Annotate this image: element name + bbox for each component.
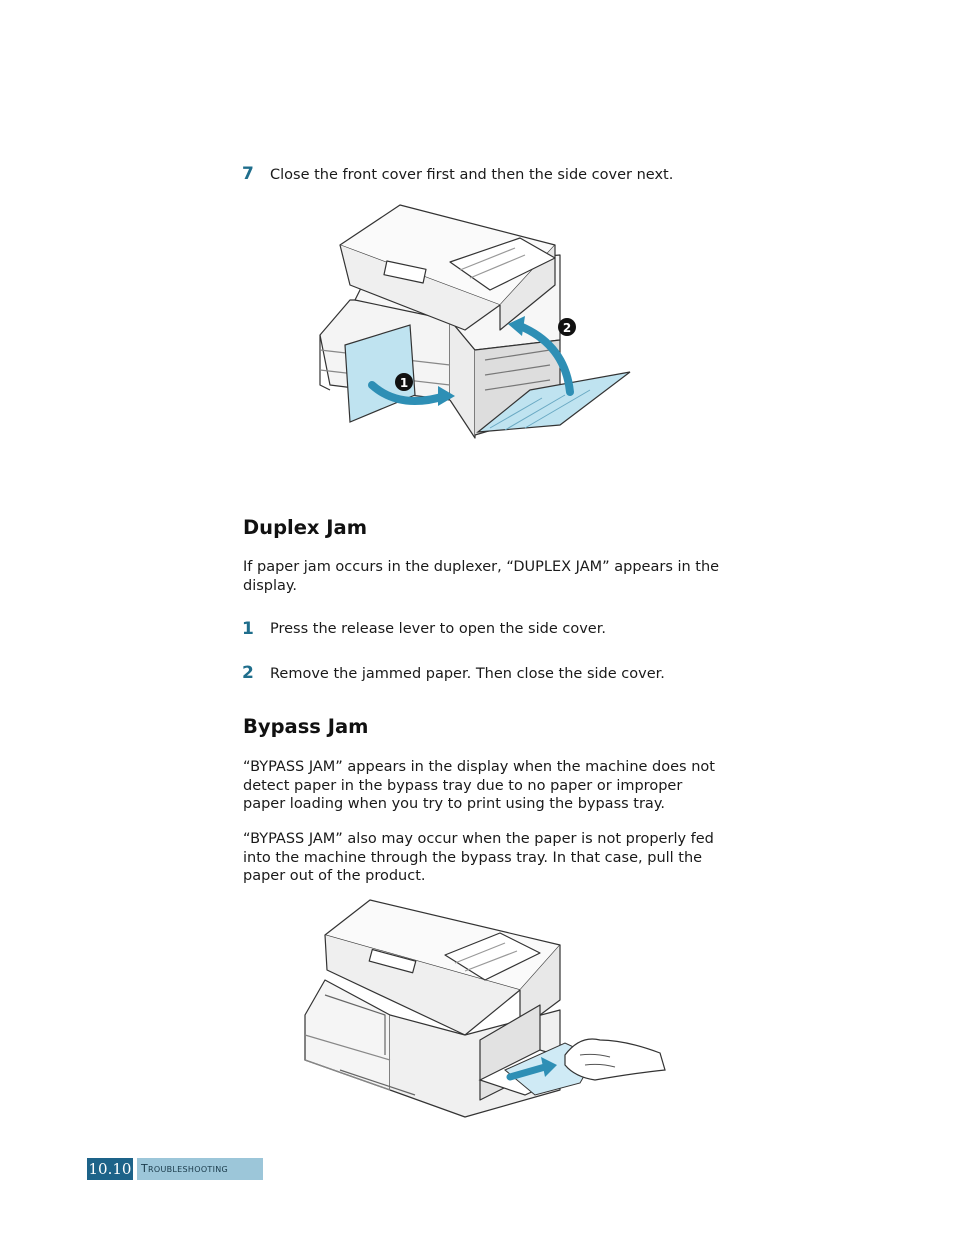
step-7-number: 7	[242, 164, 254, 184]
page-number: 10.10	[87, 1158, 133, 1180]
duplex-step-1-text: Press the release lever to open the side…	[270, 621, 606, 637]
duplex-step-1-number: 1	[242, 619, 254, 639]
svg-text:2: 2	[563, 321, 571, 335]
printer-covers-illustration: 1 2	[319, 204, 631, 439]
bypass-jam-heading: Bypass Jam	[243, 715, 369, 738]
bypass-tray-illustration	[304, 899, 666, 1118]
section-label: Troubleshooting	[137, 1158, 263, 1180]
svg-text:1: 1	[400, 376, 408, 390]
step-7-text: Close the front cover first and then the…	[270, 167, 674, 183]
bypass-jam-paragraph-2: “BYPASS JAM” also may occur when the pap…	[243, 831, 714, 884]
duplex-jam-heading: Duplex Jam	[243, 516, 368, 539]
bypass-jam-paragraph-1: “BYPASS JAM” appears in the display when…	[243, 759, 715, 812]
duplex-step-2-text: Remove the jammed paper. Then close the …	[270, 666, 665, 682]
duplex-step-2-number: 2	[242, 663, 254, 683]
duplex-jam-intro: If paper jam occurs in the duplexer, “DU…	[243, 559, 720, 594]
